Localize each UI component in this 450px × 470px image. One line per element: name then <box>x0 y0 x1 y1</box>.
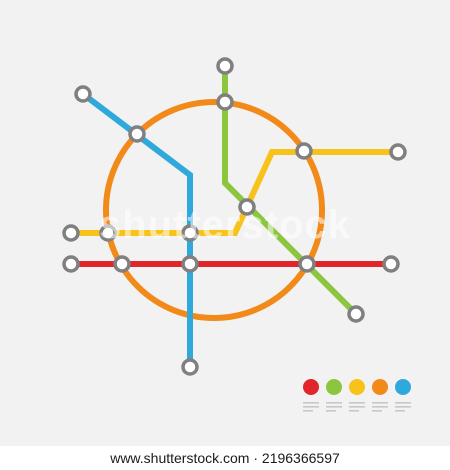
legend-text-line <box>349 406 365 408</box>
legend-dot <box>395 379 411 395</box>
station-marker[interactable] <box>99 224 117 242</box>
legend-text-line <box>303 410 313 412</box>
stations-layer <box>62 57 407 376</box>
station-marker[interactable] <box>389 143 407 161</box>
green-line <box>222 66 359 317</box>
footer-text: www.shutterstock.com · 2196366597 <box>110 450 340 466</box>
station-marker[interactable] <box>181 255 199 273</box>
footer-bar: www.shutterstock.com · 2196366597 <box>0 446 450 470</box>
metro-map <box>62 57 411 412</box>
station-marker[interactable] <box>238 198 256 216</box>
legend-dot <box>372 379 388 395</box>
color-legend <box>303 379 411 412</box>
legend-text-line <box>303 402 319 404</box>
lines-layer <box>71 66 398 367</box>
legend-text-line <box>372 406 388 408</box>
legend-text-line <box>326 406 342 408</box>
legend-dot <box>326 379 342 395</box>
station-marker[interactable] <box>181 224 199 242</box>
station-marker[interactable] <box>128 125 146 143</box>
blue-line <box>81 91 193 367</box>
legend-dot <box>303 379 319 395</box>
legend-text-line <box>349 402 365 404</box>
legend-text-line <box>372 402 388 404</box>
legend-text-line <box>395 410 405 412</box>
station-marker[interactable] <box>113 255 131 273</box>
station-marker[interactable] <box>62 224 80 242</box>
yellow-line <box>71 149 398 236</box>
legend-text-line <box>395 406 411 408</box>
station-marker[interactable] <box>382 255 400 273</box>
station-marker[interactable] <box>74 85 92 103</box>
station-marker[interactable] <box>295 142 313 160</box>
station-marker[interactable] <box>216 57 234 75</box>
legend-text-line <box>326 410 336 412</box>
station-marker[interactable] <box>347 305 365 323</box>
station-marker[interactable] <box>181 358 199 376</box>
legend-text-line <box>303 406 319 408</box>
orange-line <box>103 99 325 321</box>
legend-dot <box>349 379 365 395</box>
station-marker[interactable] <box>216 93 234 111</box>
legend-text-line <box>395 402 411 404</box>
legend-text-line <box>326 402 342 404</box>
station-marker[interactable] <box>62 255 80 273</box>
station-marker[interactable] <box>298 255 316 273</box>
legend-text-line <box>349 410 359 412</box>
legend-text-line <box>372 410 382 412</box>
